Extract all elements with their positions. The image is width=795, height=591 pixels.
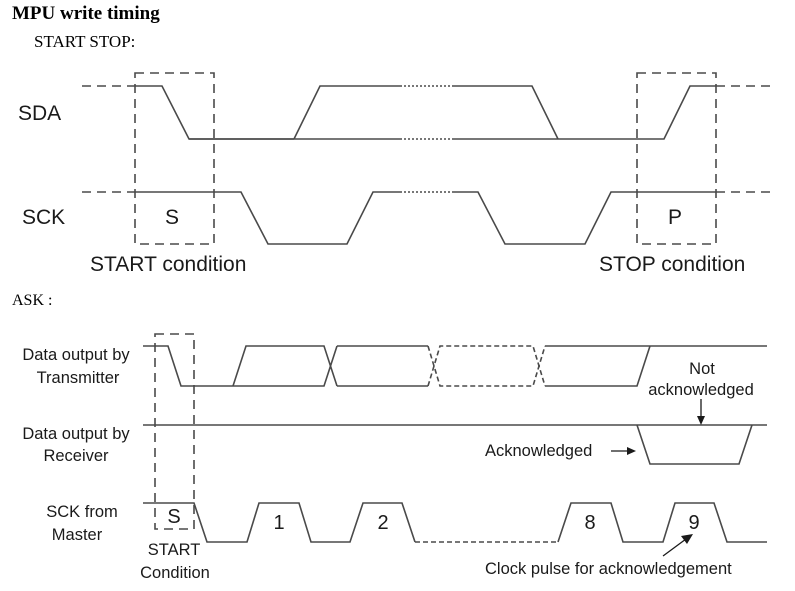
section-heading-ack: ASK : — [12, 292, 53, 309]
sck-master-pulses-8-9 — [557, 502, 767, 543]
transmitter-waveform — [143, 345, 767, 387]
clock-pulse-label-2: 2 — [377, 512, 388, 534]
sck-pulse-2 — [453, 191, 716, 245]
down-arrow-icon — [697, 416, 705, 425]
sck-master-pulses-1-2 — [143, 502, 416, 543]
sck-master-waveform — [143, 502, 767, 543]
signal-label-sck-master-line1: SCK from — [46, 503, 118, 521]
tx-bit1-low — [233, 345, 338, 387]
ack-diagram: Data output by Transmitter Data output b… — [22, 333, 767, 582]
tx-ellipsis-high — [427, 345, 546, 387]
sck-waveform — [82, 191, 772, 245]
signal-label-sda: SDA — [18, 102, 61, 125]
clock-ack-arrow-line — [662, 538, 687, 557]
signal-label-sck-master-line2: Master — [52, 526, 103, 544]
right-arrow-icon — [627, 447, 636, 455]
signal-label-transmitter-line2: Transmitter — [37, 369, 120, 387]
sck-pulse-1 — [135, 191, 400, 245]
receiver-waveform — [143, 424, 767, 465]
ack-start-caption-line1: START — [148, 541, 201, 559]
tx-ellipsis-low — [427, 345, 546, 387]
ack-start-box-label: S — [167, 506, 180, 528]
stop-condition-box — [636, 72, 717, 245]
diagonal-arrow-icon — [681, 534, 693, 544]
start-condition-box — [134, 72, 215, 245]
clock-pulse-label-8: 8 — [584, 512, 595, 534]
start-box-label: S — [165, 206, 179, 229]
tx-start-fall — [143, 345, 233, 387]
stop-condition-caption: STOP condition — [599, 253, 745, 276]
not-acknowledged-label-line2: acknowledged — [648, 381, 754, 399]
signal-label-transmitter-line1: Data output by — [22, 346, 130, 364]
clock-pulse-label-1: 1 — [273, 512, 284, 534]
signal-label-receiver-line2: Receiver — [43, 447, 109, 465]
tx-bit8-low — [545, 345, 651, 387]
not-acknowledged-label-line1: Not — [689, 360, 715, 378]
rx-ack-low — [636, 424, 753, 465]
start-condition-caption: START condition — [90, 253, 246, 276]
signal-label-receiver-line1: Data output by — [22, 425, 130, 443]
sda-waveform — [82, 85, 772, 140]
start-stop-diagram: SDA SCK S START condition P — [18, 72, 772, 276]
stop-box-label: P — [668, 206, 682, 229]
acknowledged-label: Acknowledged — [485, 442, 592, 460]
section-heading-start-stop: START STOP: — [34, 32, 136, 51]
tx-bit1-high — [232, 345, 338, 387]
clock-ack-label: Clock pulse for acknowledgement — [485, 560, 732, 578]
ack-start-condition-box — [154, 333, 195, 530]
sda-data-fall — [453, 85, 559, 140]
sda-data-rise — [293, 85, 400, 140]
ack-start-caption-line2: Condition — [140, 564, 210, 582]
clock-pulse-label-9: 9 — [688, 512, 699, 534]
sda-stop-rise — [453, 85, 716, 140]
page-title: MPU write timing — [12, 3, 160, 24]
signal-label-sck: SCK — [22, 206, 65, 229]
